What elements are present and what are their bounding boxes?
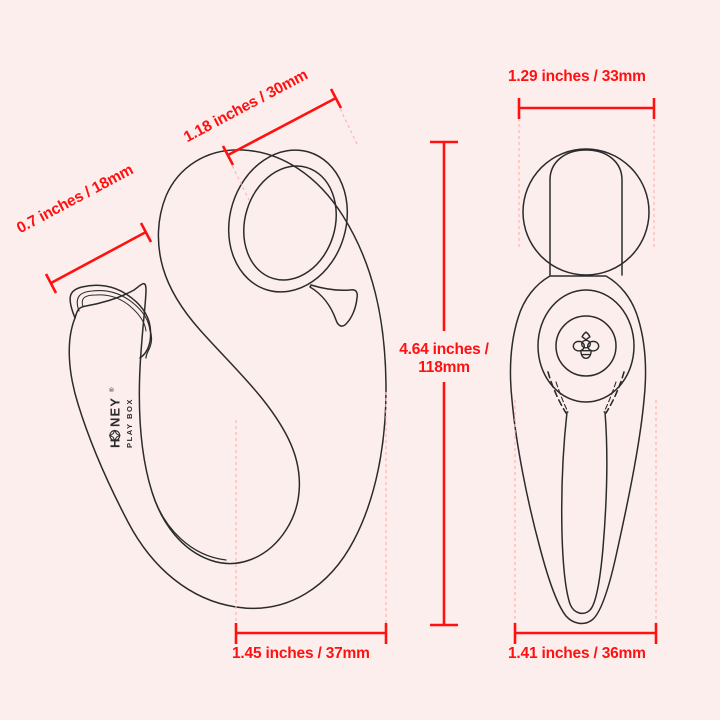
dimension-30mm-tick-start [221, 145, 235, 166]
side-view-connector [309, 284, 358, 327]
side-view-brand-mark: H NEY ® PLAY BOX [108, 387, 135, 448]
side-view-head-seam-inner [81, 294, 147, 332]
dimension-label-118mm-line1: 4.64 inches / [399, 341, 489, 358]
side-view-head-seam [76, 290, 151, 332]
dimension-line-118mm [430, 140, 458, 627]
dimension-18mm-tick-end [139, 222, 153, 243]
front-view-seam-left [555, 381, 569, 413]
side-view-head [69, 284, 152, 359]
dimension-label-118mm-line2: 118mm [418, 359, 470, 377]
dimension-label-33mm: 1.29 inches / 33mm [508, 68, 646, 85]
dimension-label-37mm: 1.45 inches / 37mm [232, 645, 370, 662]
brand-wordmark-playbox: PLAY BOX [125, 398, 134, 448]
dimension-line-30mm [221, 88, 343, 166]
dimension-line-37mm [234, 623, 388, 644]
dimension-label-36mm: 1.41 inches / 36mm [508, 645, 646, 662]
brand-wordmark-honey-part2: NEY [108, 397, 123, 427]
front-view-stem [560, 411, 608, 615]
dimension-line-18mm [44, 222, 153, 294]
front-view-seam-right-outer [605, 371, 625, 414]
front-view-ring-circle [522, 148, 650, 276]
front-view-seam-left-outer [547, 371, 567, 414]
dimension-18mm-tick-start [44, 273, 58, 294]
brand-wordmark-flower-icon [108, 429, 121, 442]
dimension-line-33mm [517, 98, 656, 119]
dimension-lines [44, 88, 658, 644]
side-view-ring-inner [242, 165, 338, 281]
front-view-ring-insert [549, 149, 623, 276]
front-view-seam-right [603, 381, 617, 413]
side-view-lower-sweep [151, 491, 227, 561]
dimension-18mm-measure [50, 230, 147, 285]
side-view-head-notch [145, 329, 153, 359]
front-view-drawing [509, 148, 650, 625]
brand-wordmark-honey-part1: H [108, 438, 123, 449]
dimension-30mm-measure [227, 96, 337, 157]
dimension-line-36mm [513, 623, 658, 644]
front-view-emblem-circle [555, 315, 617, 377]
front-view-body-outline [509, 275, 647, 625]
dimension-label-118mm: 4.64 inches / 118mm [399, 341, 489, 378]
side-view-ring-outer [227, 149, 349, 293]
dimension-30mm-tick-end [329, 88, 343, 109]
front-view-bulb [537, 289, 635, 403]
brand-registered-mark: ® [109, 387, 116, 392]
